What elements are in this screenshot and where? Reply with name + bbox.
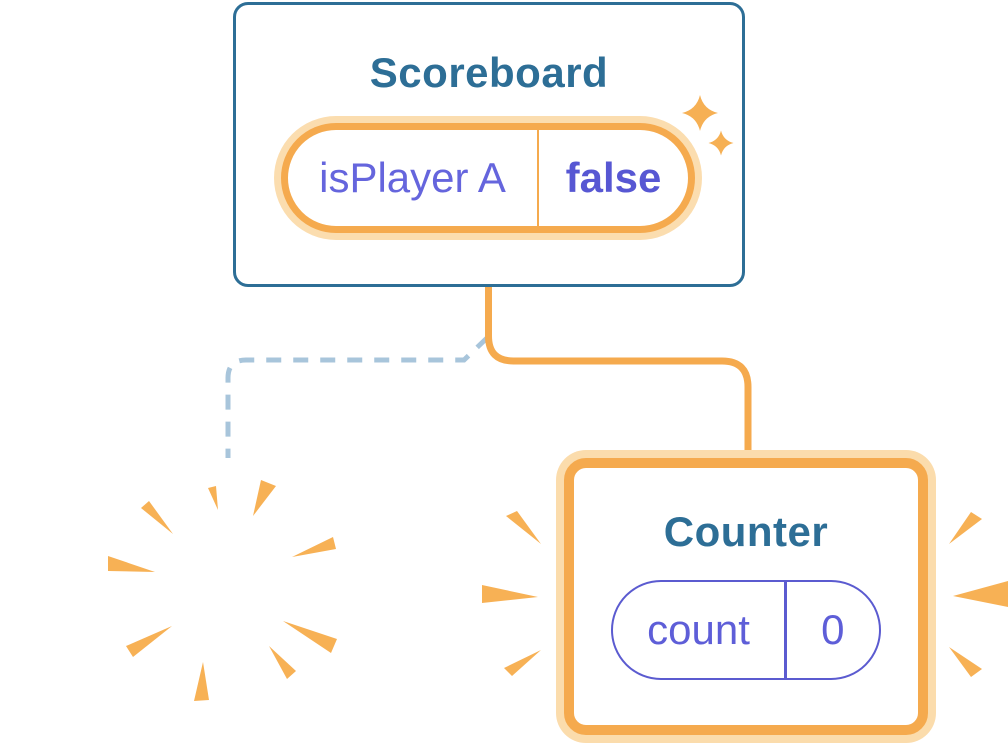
counter-card-inner: Counter count 0 xyxy=(564,458,928,735)
counter-card: Counter count 0 xyxy=(556,450,936,743)
connector-destroyed-dashed-line xyxy=(225,335,490,458)
scoreboard-state-pill: isPlayer A false xyxy=(281,123,695,233)
connector-active-line xyxy=(485,280,752,472)
scoreboard-title: Scoreboard xyxy=(369,49,609,96)
poof-explosion-icon xyxy=(91,459,361,721)
state-label: isPlayer A xyxy=(319,154,506,201)
state-value: false xyxy=(565,154,662,201)
counter-title: Counter xyxy=(663,508,829,555)
state-value: 0 xyxy=(821,606,845,653)
counter-state-pill: count 0 xyxy=(611,580,881,680)
pill-divider xyxy=(784,582,787,678)
sparkles-icon xyxy=(682,95,734,156)
state-label: count xyxy=(647,606,750,653)
burst-rays-right-icon xyxy=(949,512,1008,677)
burst-rays-left-icon xyxy=(482,511,541,676)
pill-divider xyxy=(537,130,539,226)
scoreboard-card: Scoreboard isPlayer A false xyxy=(233,2,745,287)
